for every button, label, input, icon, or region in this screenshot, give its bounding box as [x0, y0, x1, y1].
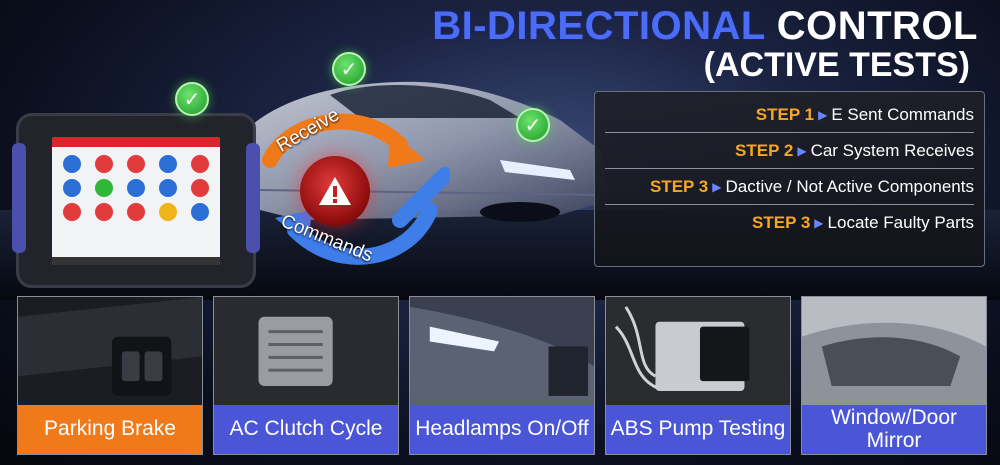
check-icon: ✓	[175, 82, 209, 116]
tablet-titlebar	[52, 137, 220, 147]
tile-parking-brake: Parking Brake	[17, 296, 203, 455]
headline-subtitle: (ACTIVE TESTS)	[703, 46, 970, 84]
tablet-app-grid	[52, 147, 220, 229]
tile-ac-clutch: AC Clutch Cycle	[213, 296, 399, 455]
app-icon	[63, 179, 81, 197]
app-icon	[95, 155, 113, 173]
tile-window-mirror: Window/Door Mirror	[801, 296, 987, 455]
app-icon	[159, 203, 177, 221]
app-icon	[191, 203, 209, 221]
tile-abs-pump: ABS Pump Testing	[605, 296, 791, 455]
step-number: STEP 1	[755, 104, 815, 124]
step-row: STEP 1 ▶ E Sent Commands	[605, 97, 974, 133]
headline-accent: BI-DIRECTIONAL	[432, 4, 766, 48]
tile-headlamps: Headlamps On/Off	[409, 296, 595, 455]
step-row: STEP 2 ▶ Car System Receives	[605, 133, 974, 169]
app-icon	[63, 155, 81, 173]
tile-caption: Window/Door Mirror	[802, 405, 986, 454]
tile-caption: Parking Brake	[18, 405, 202, 454]
cycle-arrows	[262, 113, 450, 265]
tile-caption: ABS Pump Testing	[606, 405, 790, 454]
step-text: E Sent Commands	[831, 104, 974, 124]
app-icon	[95, 203, 113, 221]
app-icon	[191, 179, 209, 197]
step-number: STEP 2	[735, 140, 794, 160]
tablet-grip-left	[12, 143, 26, 253]
app-icon	[63, 203, 81, 221]
play-arrow-icon: ▶	[712, 179, 722, 194]
tile-caption: AC Clutch Cycle	[214, 405, 398, 454]
headline: BI-DIRECTIONAL CONTROL (ACTIVE TESTS)	[432, 6, 978, 82]
diagnostic-tablet	[12, 113, 260, 288]
feature-tiles: Parking Brake AC Clutch Cycle Headlamps …	[17, 296, 987, 456]
app-icon	[95, 179, 113, 197]
step-row: STEP 3 ▶ Dactive / Not Active Components	[605, 169, 974, 205]
step-text: Locate Faulty Parts	[827, 213, 974, 232]
app-icon	[159, 155, 177, 173]
check-icon: ✓	[332, 52, 366, 86]
headlamp-photo	[410, 297, 594, 454]
app-icon	[159, 179, 177, 197]
play-arrow-icon: ▶	[797, 143, 807, 158]
check-icon: ✓	[516, 108, 550, 142]
step-text: Car System Receives	[810, 140, 974, 160]
tablet-screen	[52, 137, 220, 265]
play-arrow-icon: ▶	[818, 107, 828, 122]
tile-caption: Headlamps On/Off	[410, 405, 594, 454]
step-number: STEP 3	[752, 213, 811, 232]
step-row: STEP 3 ▶ Locate Faulty Parts	[605, 205, 974, 241]
app-icon	[127, 155, 145, 173]
steps-panel: STEP 1 ▶ E Sent Commands STEP 2 ▶ Car Sy…	[594, 91, 985, 267]
step-number: STEP 3	[649, 176, 709, 196]
app-icon	[191, 155, 209, 173]
warning-triangle-icon	[300, 156, 370, 226]
app-icon	[127, 179, 145, 197]
step-text: Dactive / Not Active Components	[725, 176, 974, 196]
play-arrow-icon: ▶	[814, 216, 824, 230]
app-icon	[127, 203, 145, 221]
tablet-grip-right	[246, 143, 260, 253]
tablet-navbar	[52, 257, 220, 265]
headline-rest: CONTROL	[776, 4, 978, 48]
